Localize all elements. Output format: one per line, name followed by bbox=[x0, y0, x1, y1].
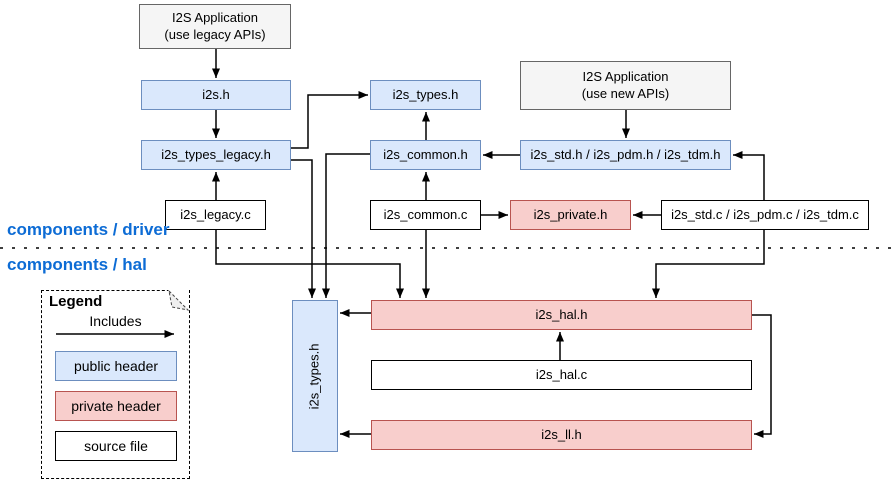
node-i2s-ll-h: i2s_ll.h bbox=[371, 420, 752, 450]
edge-i2s-types-legacy-h-to-i2s-types-h-driver bbox=[291, 91, 368, 149]
node-label: i2s_legacy.c bbox=[180, 206, 251, 222]
node-label: i2s_private.h bbox=[533, 206, 608, 222]
node-i2s-hal-h: i2s_hal.h bbox=[371, 300, 752, 330]
legend-item-label: public header bbox=[73, 358, 159, 374]
legend-item-private-header: private header bbox=[55, 391, 177, 421]
legend-item-label: source file bbox=[84, 438, 148, 454]
node-label: i2s_ll.h bbox=[541, 426, 582, 442]
node-label: i2s_common.c bbox=[383, 206, 468, 222]
node-i2s-application-new: I2S Application (use new APIs) bbox=[520, 61, 731, 110]
node-i2s-hal-c: i2s_hal.c bbox=[371, 360, 752, 390]
legend-title: Legend bbox=[49, 293, 103, 310]
node-label: I2S Application (use new APIs) bbox=[582, 69, 669, 103]
edge-i2s-hal-h-to-i2s-ll-h bbox=[752, 314, 772, 438]
section-label-components-hal: components / hal bbox=[7, 255, 147, 274]
legend-item-public-header: public header bbox=[55, 351, 177, 381]
edge-i2s-legacy-c-to-i2s-hal-h bbox=[215, 230, 404, 298]
node-label: i2s_std.h / i2s_pdm.h / i2s_tdm.h bbox=[530, 146, 721, 162]
node-i2s-common-c: i2s_common.c bbox=[370, 200, 481, 230]
edge-i2s-std-pdm-tdm-c-to-i2s-hal-h bbox=[652, 230, 765, 298]
node-label: i2s_hal.c bbox=[535, 366, 588, 382]
legend-panel: Legend Includes public header private he… bbox=[41, 290, 190, 479]
edge-i2s-types-legacy-h-to-i2s-types-h-hal bbox=[291, 159, 316, 298]
node-label: i2s_types_legacy.h bbox=[161, 146, 271, 162]
edge-i2s-std-pdm-tdm-c-to-i2s-std-pdm-tdm-h bbox=[733, 151, 765, 200]
node-i2s-private-h: i2s_private.h bbox=[510, 200, 631, 230]
node-i2s-common-h: i2s_common.h bbox=[370, 140, 481, 170]
node-label: i2s_common.h bbox=[383, 146, 468, 162]
section-label-components-driver: components / driver bbox=[7, 220, 170, 239]
node-label-line2: (use new APIs) bbox=[581, 85, 670, 101]
node-i2s-types-h-hal: i2s_types.h bbox=[292, 300, 338, 452]
node-i2s-legacy-c: i2s_legacy.c bbox=[165, 200, 266, 230]
node-label: i2s_std.c / i2s_pdm.c / i2s_tdm.c bbox=[671, 206, 859, 222]
legend-item-label: private header bbox=[71, 398, 161, 414]
node-label: i2s_hal.h bbox=[535, 306, 588, 322]
node-label: I2S Application (use legacy APIs) bbox=[164, 10, 265, 44]
node-i2s-std-pdm-tdm-h: i2s_std.h / i2s_pdm.h / i2s_tdm.h bbox=[520, 140, 731, 170]
node-i2s-application-legacy: I2S Application (use legacy APIs) bbox=[139, 4, 291, 49]
legend-item-source-file: source file bbox=[55, 431, 177, 461]
node-i2s-types-h-driver: i2s_types.h bbox=[370, 80, 481, 110]
node-label: i2s_types.h bbox=[306, 343, 322, 409]
node-label: i2s.h bbox=[202, 86, 230, 102]
node-label-line1: I2S Application bbox=[171, 9, 258, 25]
node-label-line1: I2S Application bbox=[582, 68, 669, 84]
node-label-line2: (use legacy APIs) bbox=[164, 26, 266, 42]
node-i2s-types-legacy-h: i2s_types_legacy.h bbox=[141, 140, 291, 170]
legend-fold-corner-icon bbox=[168, 290, 190, 311]
legend-includes-label: Includes bbox=[89, 313, 142, 329]
node-label: i2s_types.h bbox=[392, 86, 459, 102]
node-i2s-std-pdm-tdm-c: i2s_std.c / i2s_pdm.c / i2s_tdm.c bbox=[661, 200, 869, 230]
edge-i2s-common-h-to-i2s-types-h-hal bbox=[322, 153, 370, 298]
node-i2s-h: i2s.h bbox=[141, 80, 291, 110]
